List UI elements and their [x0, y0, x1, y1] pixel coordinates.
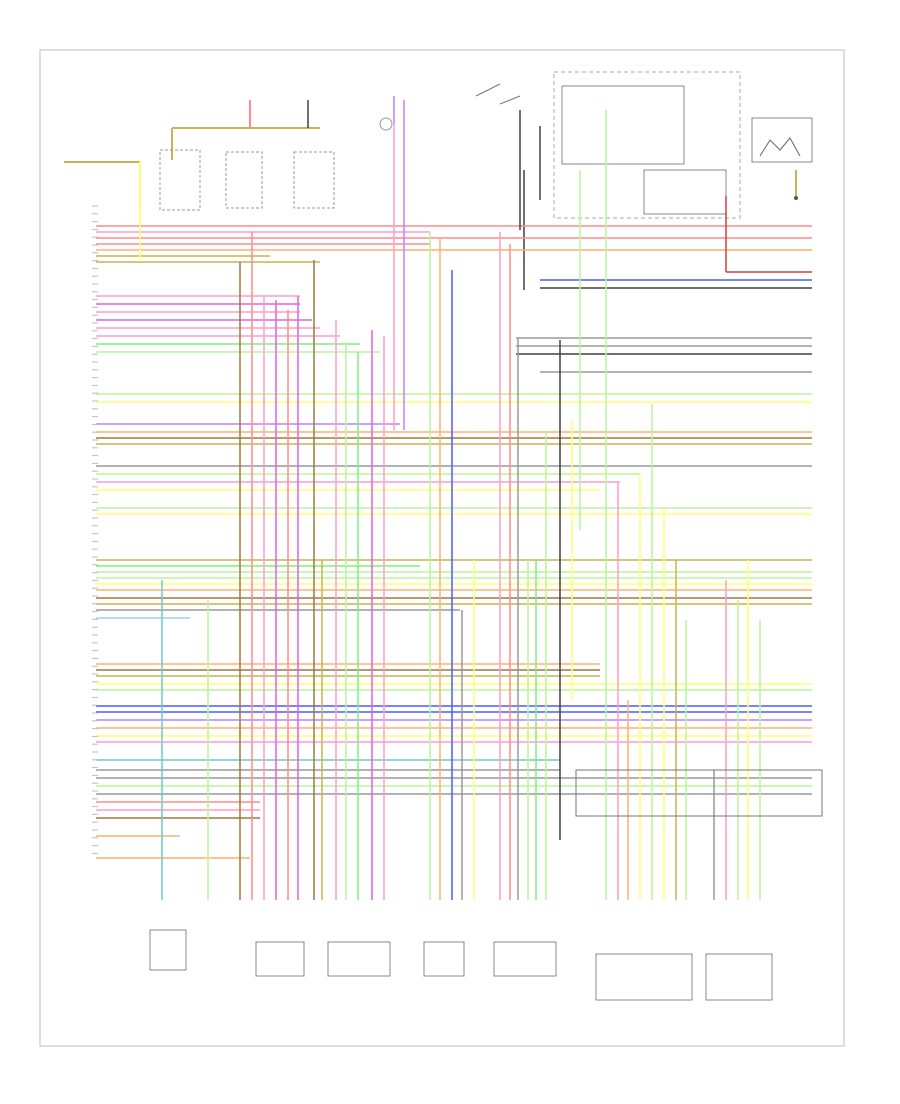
relay-box [561, 85, 685, 165]
pin-ticks [92, 205, 98, 854]
lower-right-ground-box [575, 769, 823, 817]
ground-point [794, 196, 798, 200]
component-box-5 [493, 941, 557, 977]
top-center-switch [475, 83, 541, 290]
component-box-6 [595, 953, 693, 1001]
vertical-wires [139, 100, 761, 900]
component-box-1 [149, 929, 187, 971]
sensor-coil-symbol [759, 137, 801, 157]
horizontal-wires [96, 225, 812, 859]
top-relays [64, 96, 395, 214]
component-box-4 [423, 941, 465, 977]
bottom-components [149, 929, 773, 1001]
component-box-2 [255, 941, 305, 977]
component-box-3 [327, 941, 391, 977]
fuse-box [643, 169, 727, 215]
sensor-box-top-right [751, 117, 813, 163]
component-box-7 [705, 953, 773, 1001]
top-component-box [553, 71, 741, 219]
diagram-frame [39, 49, 845, 1047]
